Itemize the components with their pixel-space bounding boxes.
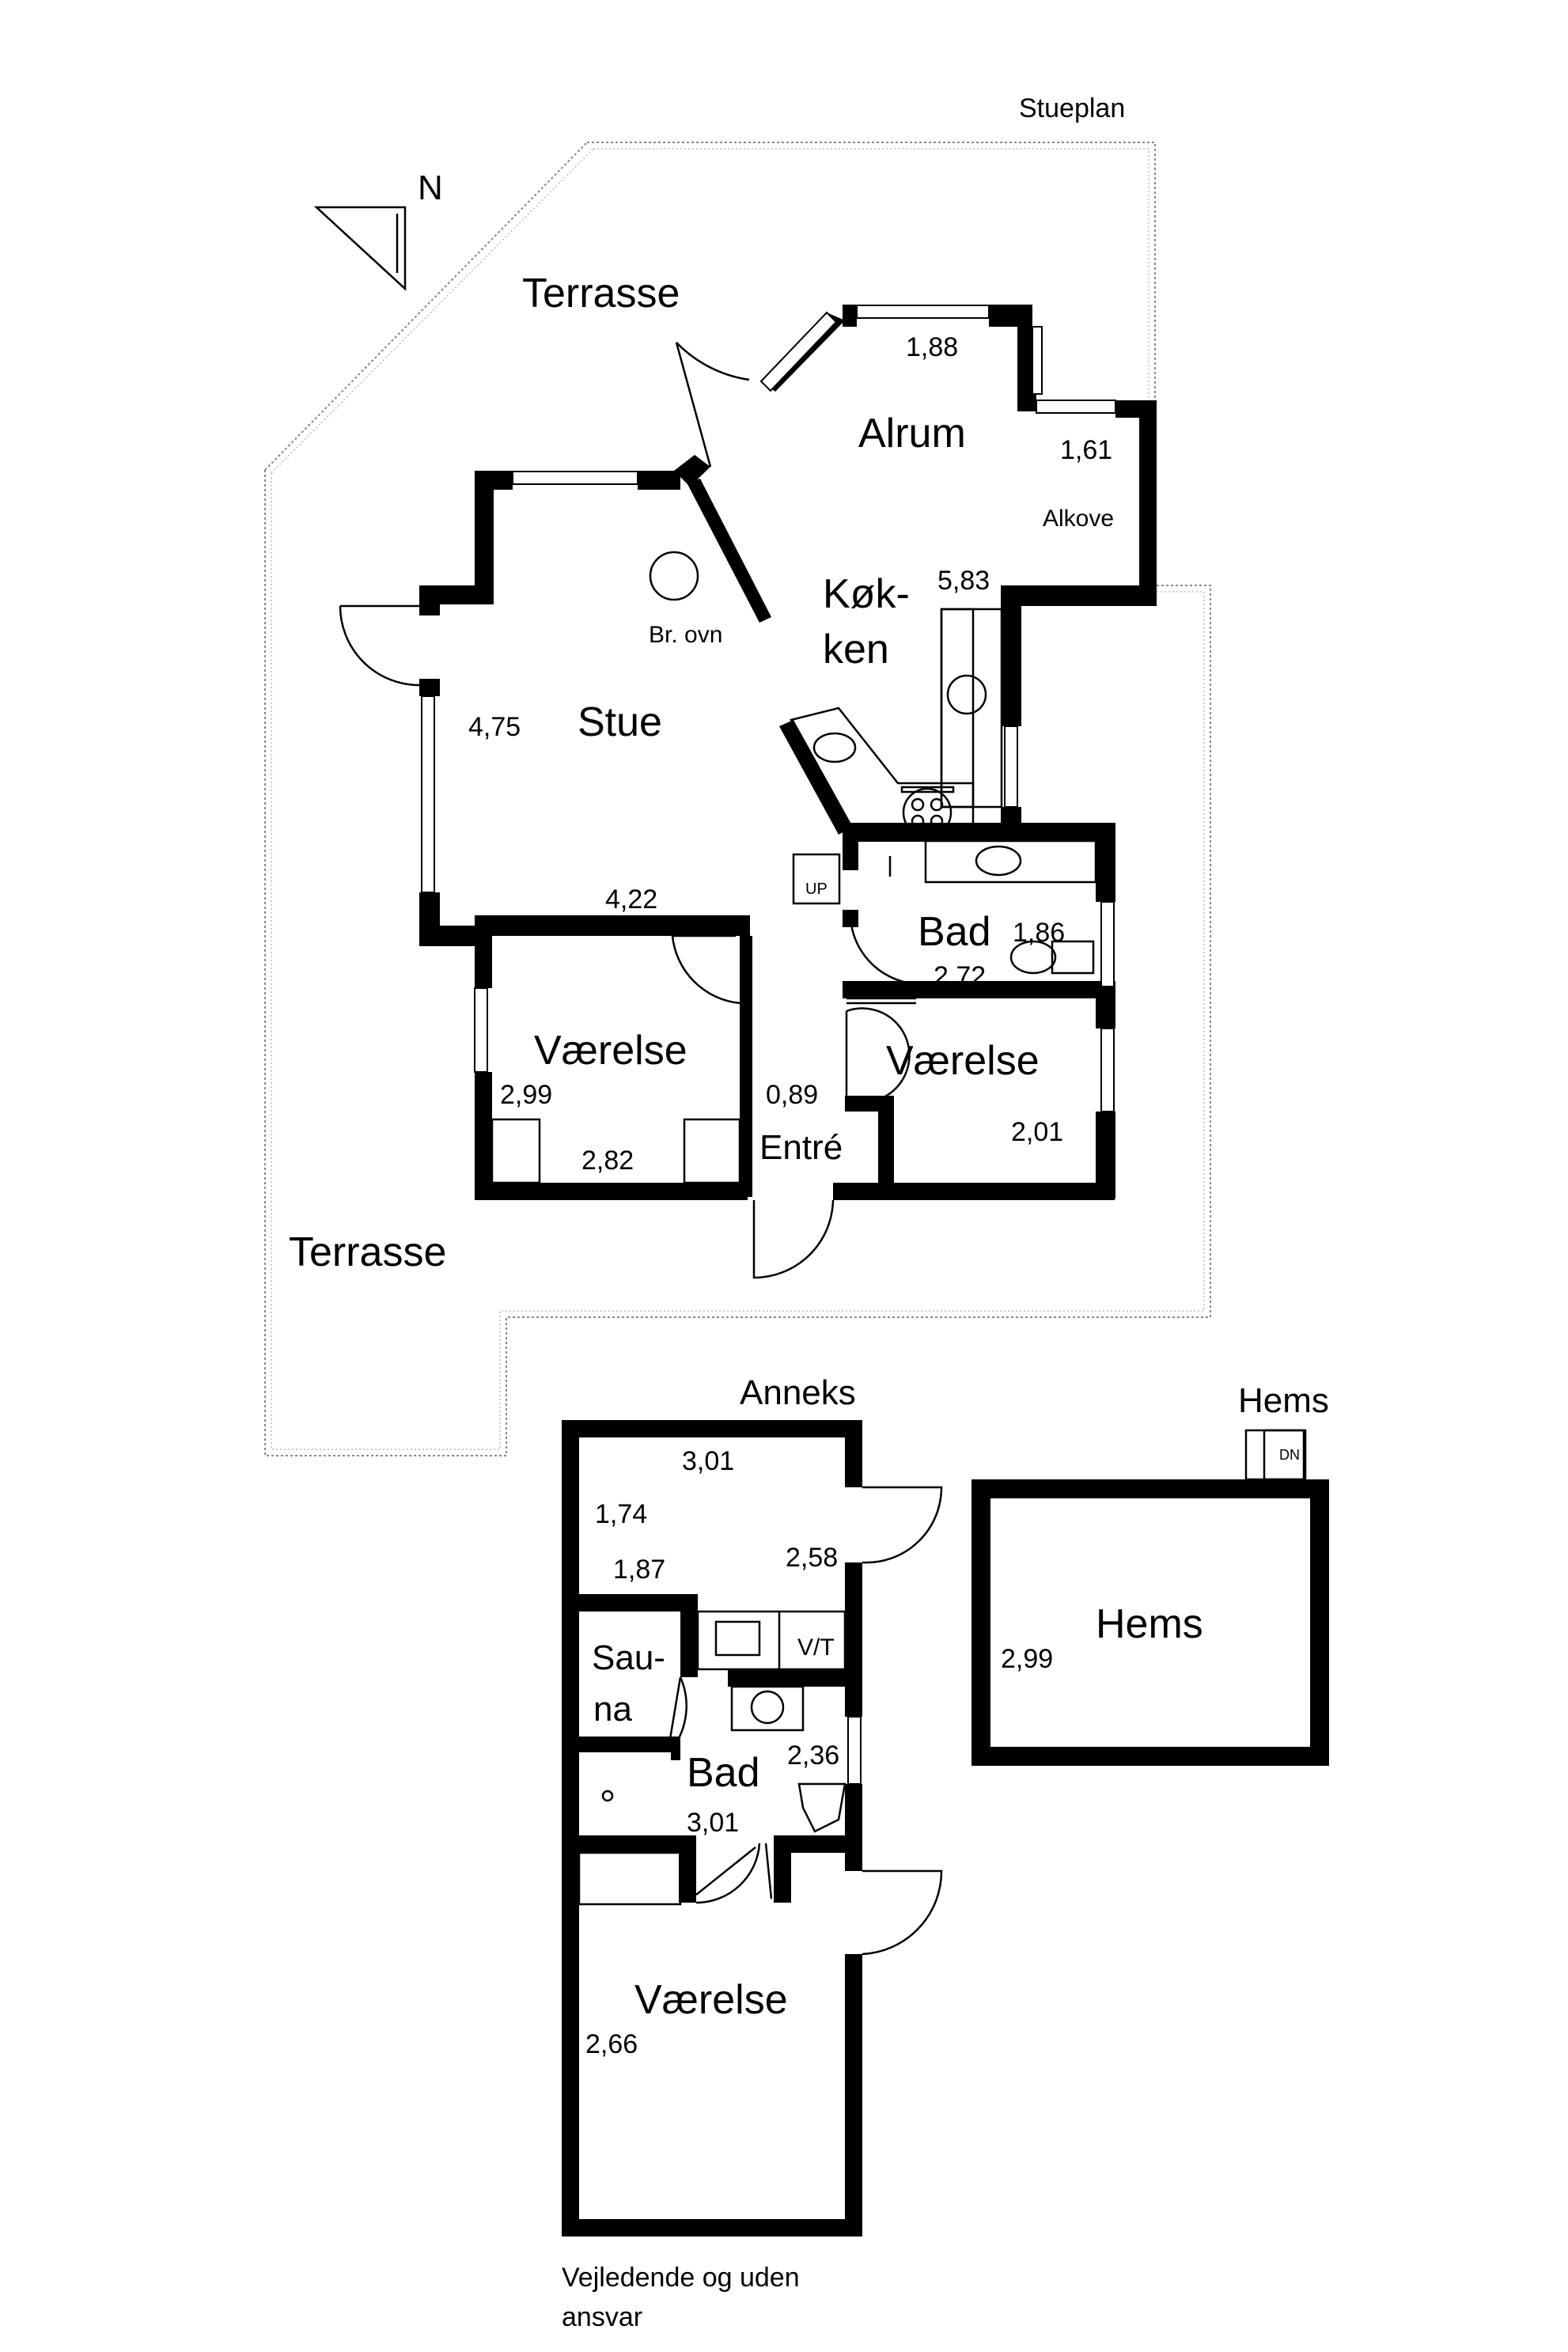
room-entre: Entré (759, 1128, 843, 1167)
hems-stair-icon (1244, 1429, 1307, 1481)
plan-title: Stueplan (1019, 93, 1125, 123)
main-house-walls (419, 305, 1157, 1200)
room-vaerelse-right: Værelse (886, 1038, 1040, 1084)
room-koekken-2: ken (823, 627, 889, 672)
dim-alkove: 1,61 (1060, 435, 1112, 465)
hems-title: Hems (1238, 1381, 1329, 1420)
room-alkove: Alkove (1043, 506, 1114, 532)
dim-anneks-width: 3,01 (682, 1446, 734, 1476)
dim-bad-width: 1,86 (1013, 918, 1065, 948)
dim-anneks-bad-b: 3,01 (687, 1808, 739, 1838)
label-vt: V/T (797, 1634, 835, 1661)
main-house-doors (339, 342, 916, 1279)
disclaimer-line-2: ansvar (562, 2302, 642, 2332)
label-up: UP (805, 881, 828, 898)
spiral-staircase-icon (946, 674, 987, 715)
room-vaerelse-anneks: Værelse (634, 1977, 788, 2023)
room-vaerelse-left: Værelse (534, 1028, 687, 1074)
dim-vaerelse-left-depth: 2,99 (500, 1080, 552, 1110)
dim-anneks-c: 2,58 (786, 1543, 838, 1573)
toilet-icon (797, 1782, 846, 1833)
sink-icon (812, 732, 857, 763)
dim-anneks-vaerelse: 2,66 (585, 2029, 638, 2059)
room-hems: Hems (1096, 1601, 1203, 1647)
anneks-walls (562, 1420, 862, 2236)
north-label: N (418, 169, 443, 207)
room-bad-main: Bad (918, 909, 991, 955)
room-bad-anneks: Bad (687, 1750, 760, 1796)
room-sauna-2: na (593, 1690, 632, 1729)
anneks-windows (847, 1716, 862, 1785)
hems-walls (971, 1479, 1329, 1766)
room-stue: Stue (578, 699, 662, 745)
dim-stue-depth: 4,75 (468, 712, 521, 742)
label-br-ovn: Br. ovn (649, 622, 722, 648)
dim-hems: 2,99 (1001, 1644, 1053, 1674)
dim-koekken: 5,83 (937, 566, 990, 596)
terrace-outline (264, 142, 1211, 1456)
room-koekken-1: Køk- (823, 571, 910, 617)
dim-anneks-b: 1,87 (613, 1555, 665, 1585)
dim-bad-len: 2,72 (934, 961, 986, 991)
dim-alrum: 1,88 (906, 332, 958, 362)
main-house-windows (421, 305, 1116, 1112)
stove-icon (649, 551, 699, 601)
dim-entre: 0,89 (766, 1080, 818, 1110)
terrace-outline-inner (271, 148, 1205, 1450)
toilet-icon (1009, 940, 1057, 975)
terrace-label-top: Terrasse (522, 271, 680, 316)
dim-anneks-a: 1,74 (595, 1499, 647, 1529)
dim-stue-width: 4,22 (605, 884, 657, 915)
dim-vaerelse-left-width: 2,82 (581, 1146, 634, 1176)
anneks-title: Anneks (740, 1373, 856, 1412)
main-house-fixtures (490, 551, 1097, 1184)
dim-vaerelse-right: 2,01 (1011, 1117, 1063, 1147)
anneks-doors (667, 1486, 943, 1956)
room-alrum: Alrum (858, 411, 966, 456)
label-dn: DN (1279, 1447, 1300, 1463)
anneks-fixtures (578, 1610, 846, 1906)
dim-anneks-bad-a: 2,36 (787, 1740, 839, 1771)
terrace-label-bottom: Terrasse (289, 1229, 446, 1275)
room-sauna-1: Sau- (592, 1638, 665, 1677)
shower-icon (601, 1790, 614, 1802)
disclaimer-line-1: Vejledende og uden (562, 2263, 800, 2293)
north-arrow-icon (313, 206, 407, 291)
